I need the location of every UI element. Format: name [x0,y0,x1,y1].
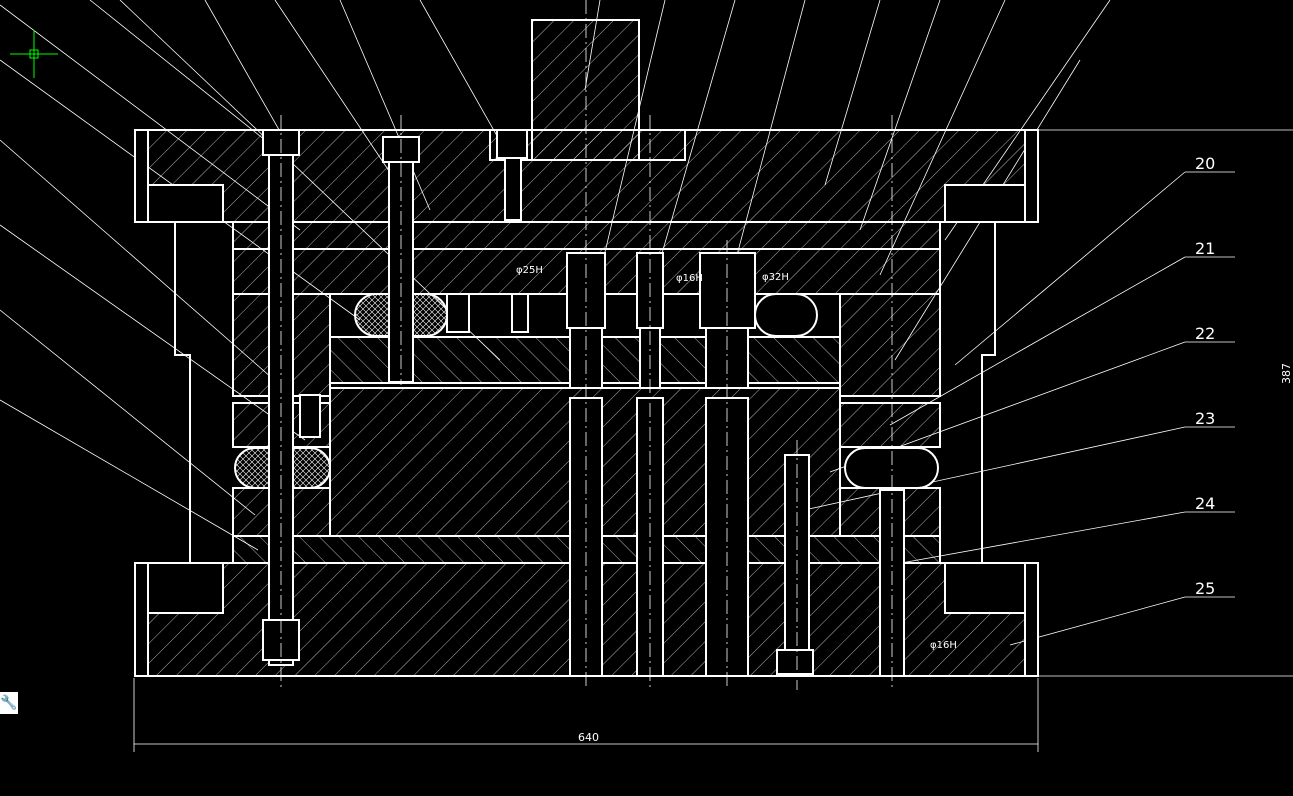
hole-dim-a: φ25H [516,265,543,276]
crosshair-cursor-icon [10,30,58,78]
hole-dim-c: φ32H [762,272,789,283]
part-label-22: 22 [1195,324,1215,343]
part-label-23: 23 [1195,409,1215,428]
hole-dim-d: φ16H [930,640,957,651]
side-housings [174,222,996,562]
mold-shank [489,19,686,161]
dimension-height: 387 [1280,363,1293,384]
part-label-21: 21 [1195,239,1215,258]
part-label-25: 25 [1195,579,1215,598]
centerlines [280,0,893,690]
hole-dim-b: φ16H [676,273,703,284]
dimension-width: 640 [578,731,599,744]
part-label-24: 24 [1195,494,1215,513]
wrench-icon[interactable]: 🔧 [0,692,18,714]
part-label-20: 20 [1195,154,1215,173]
dimension-lines [133,129,1293,752]
